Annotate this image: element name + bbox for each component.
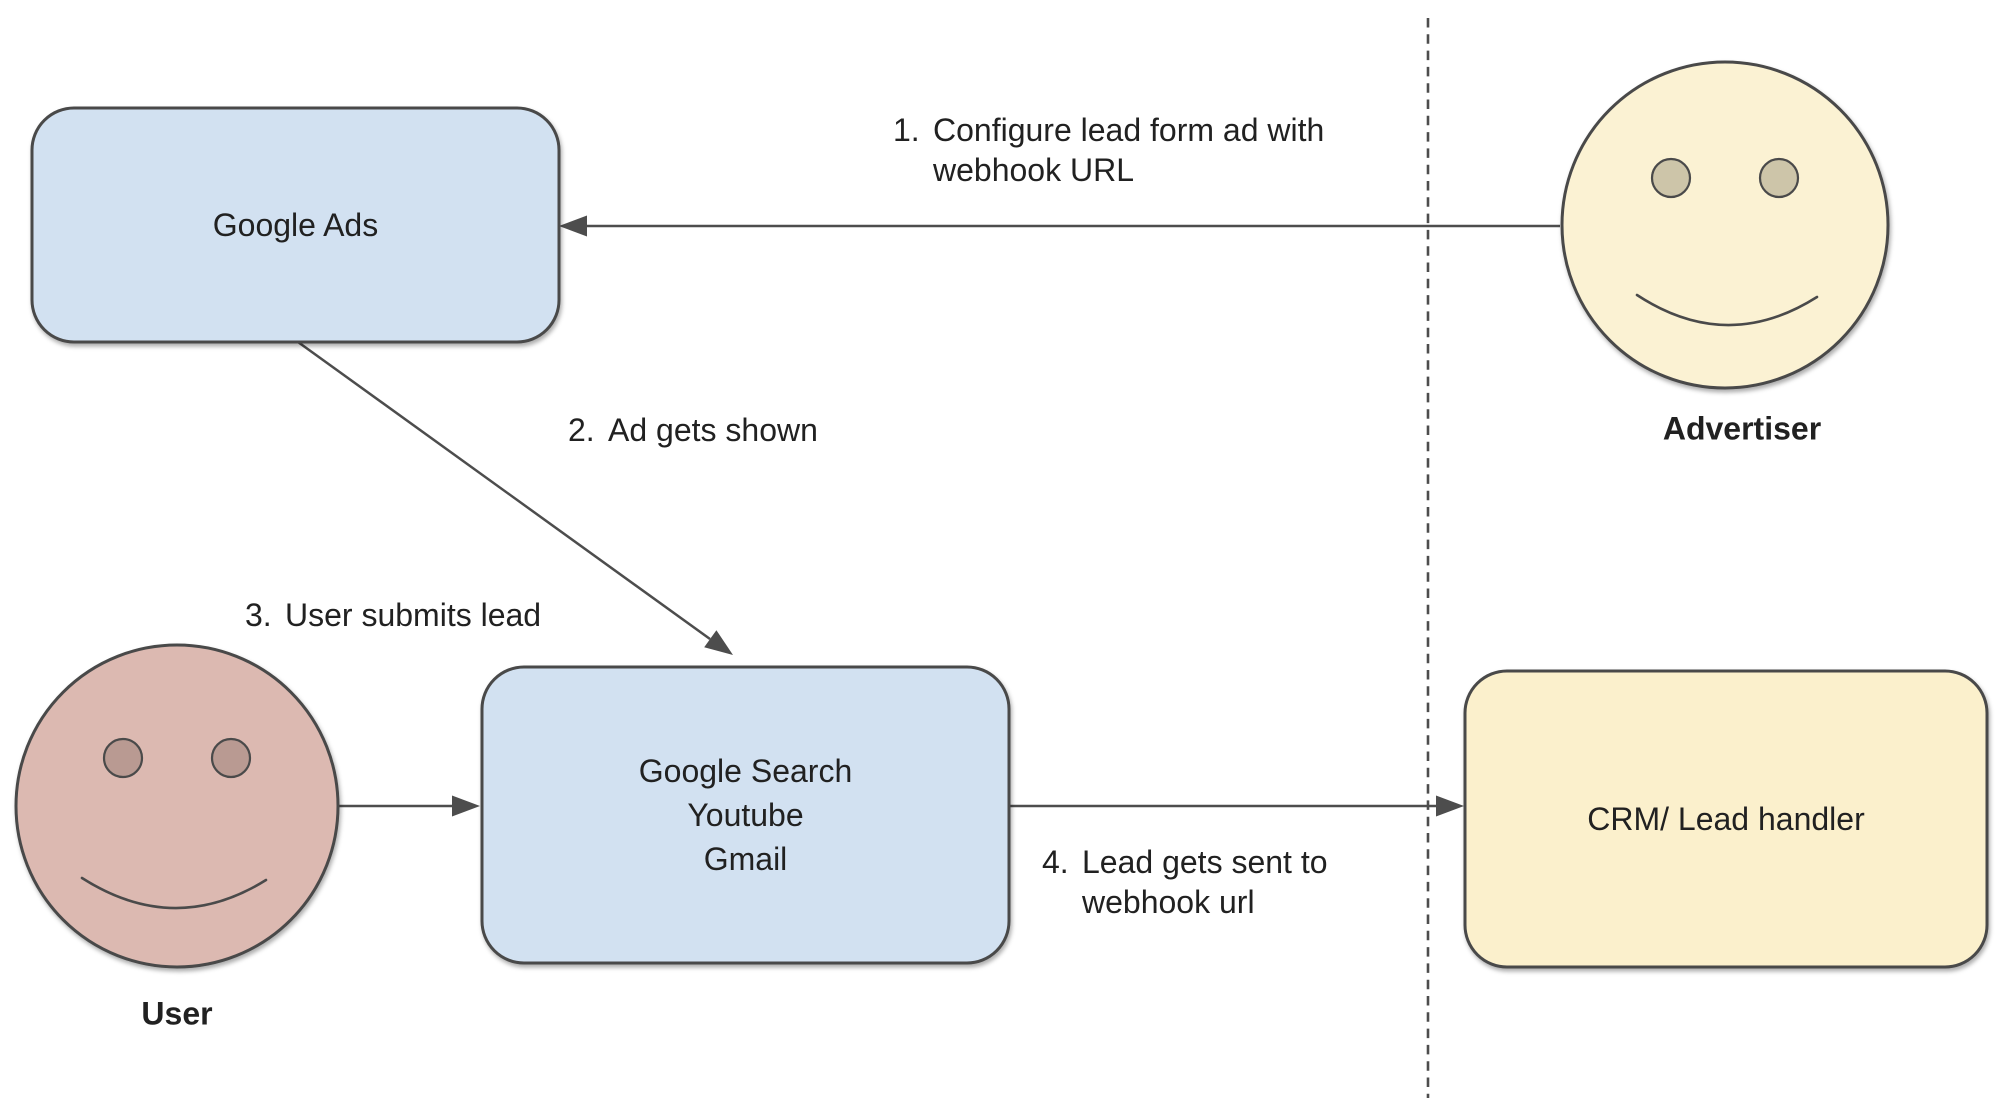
arrow-ad-shown-head — [704, 630, 733, 655]
advertiser-eye-right-icon — [1758, 157, 1800, 199]
platforms-box — [480, 665, 1011, 965]
arrow-ad-shown-line — [297, 340, 711, 641]
user-smile-icon — [80, 876, 268, 910]
user-eye-right-icon — [210, 737, 252, 779]
arrow-send-webhook-head — [1436, 795, 1464, 817]
user-eye-left-icon — [102, 737, 144, 779]
google-ads-box — [30, 106, 561, 344]
advertiser-face — [1560, 60, 1890, 390]
arrow-submit-lead-head — [452, 795, 480, 817]
advertiser-smile-icon — [1635, 293, 1819, 327]
crm-box — [1463, 669, 1989, 969]
arrow-configure-head — [559, 215, 587, 237]
user-face — [14, 643, 340, 969]
advertiser-eye-left-icon — [1650, 157, 1692, 199]
